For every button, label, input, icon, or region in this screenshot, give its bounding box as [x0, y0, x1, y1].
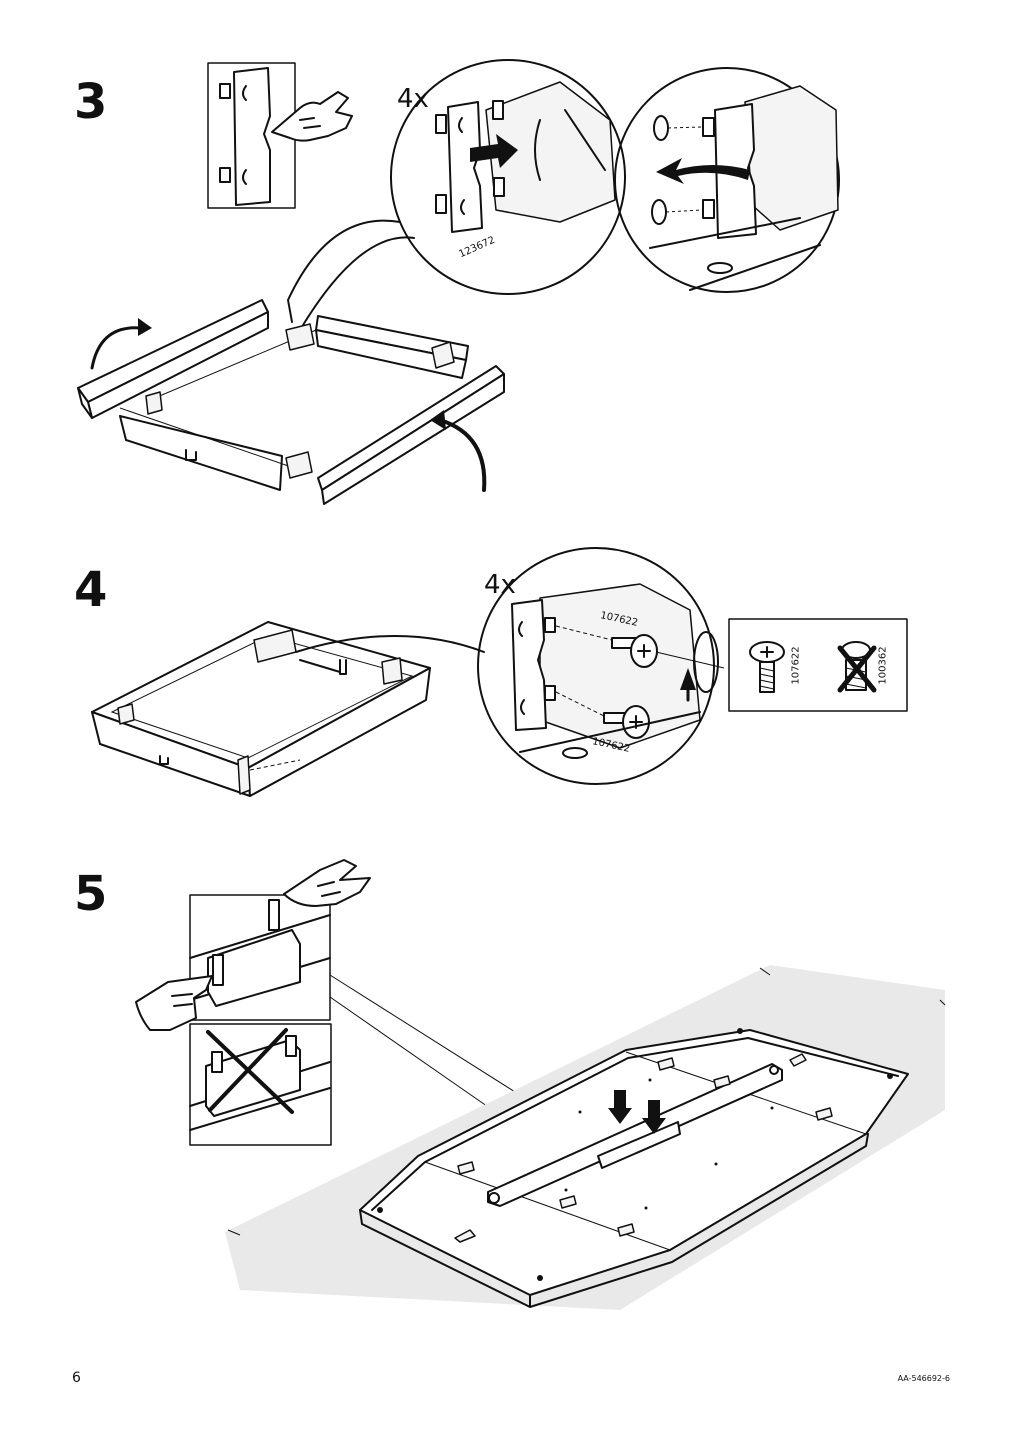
step-3-bracket-detail-box: [207, 62, 296, 209]
screw-ok-icon: [749, 641, 785, 693]
step-4-number: 4: [74, 562, 108, 618]
screw-icon: [603, 705, 650, 739]
pointing-hand-icon: [271, 91, 353, 142]
legend-not-ok-part-number: 100362: [877, 646, 889, 685]
step-3-number: 3: [74, 74, 108, 130]
pointing-hand-icon: [135, 975, 213, 1031]
screw-icon: [611, 634, 658, 668]
step-5-detail-box-wrong: [189, 1023, 332, 1146]
legend-ok-part-number: 107622: [790, 646, 802, 685]
step-4-detail-circle: [477, 547, 725, 785]
step-5-number: 5: [74, 866, 108, 922]
step-3-frame-drawing: [77, 219, 505, 505]
screwdriver-rotate-icon: [655, 631, 725, 702]
insert-not-allowed-icon: [837, 641, 877, 693]
pointing-hand-icon: [283, 859, 371, 907]
step-5-board-drawing: [225, 965, 946, 1310]
step-3-detail-circle-1: [390, 59, 626, 295]
step-5-detail-box-correct: [135, 859, 371, 1031]
page-number: 6: [72, 1370, 81, 1386]
step-4-part-legend-box: [728, 618, 908, 712]
step-3-detail-circle-2: [614, 67, 840, 293]
document-code: AA-546692-6: [897, 1374, 950, 1383]
step-4-frame-drawing: [91, 621, 485, 797]
